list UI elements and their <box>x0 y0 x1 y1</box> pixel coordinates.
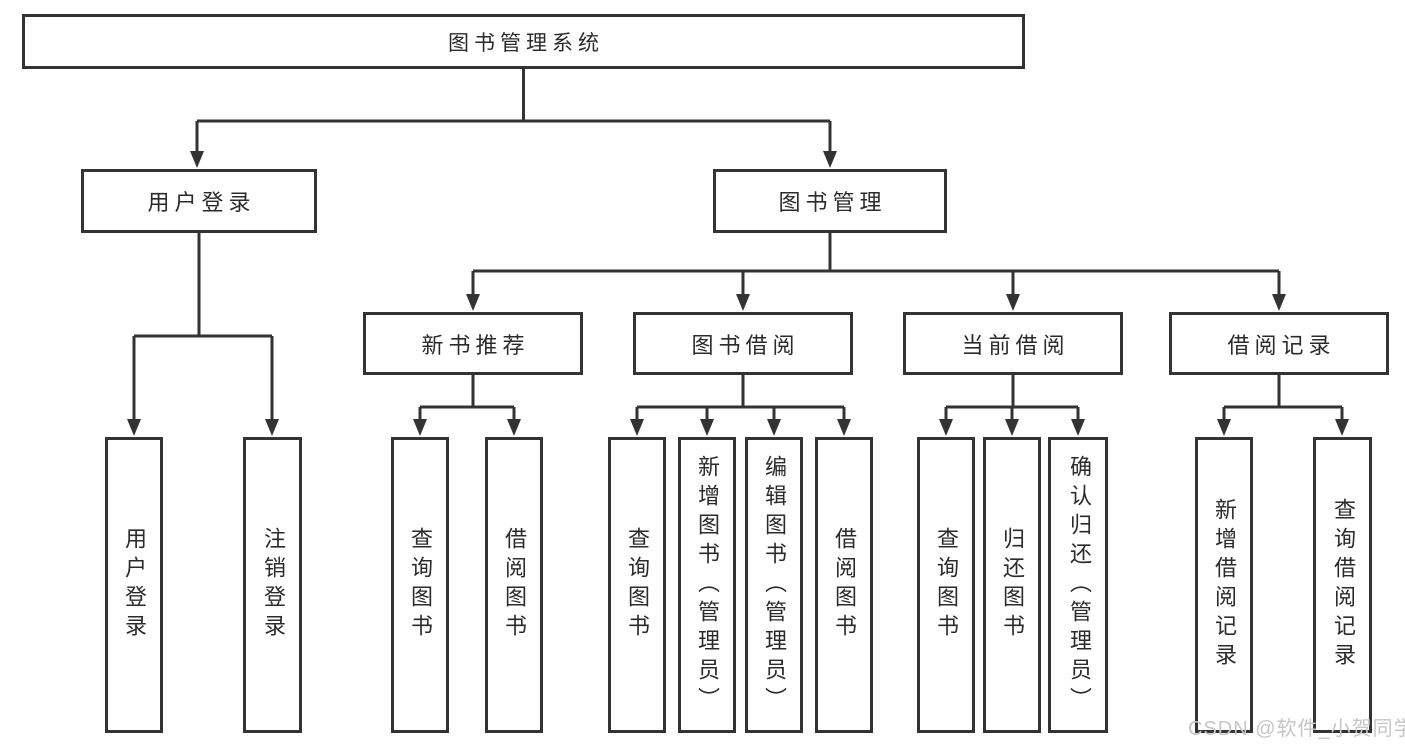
node-leaf-add-borrow-record: 新增借阅记录 <box>1195 437 1253 733</box>
node-leaf-query-borrow-record: 查询借阅记录 <box>1313 437 1372 733</box>
node-leaf-logout: 注销登录 <box>243 437 302 733</box>
node-leaf-borrow-books-newbook: 借阅图书 <box>485 437 543 733</box>
node-leaf-confirm-return-admin: 确认归还（管理员） <box>1048 437 1108 733</box>
node-leaf-return-books: 归还图书 <box>983 437 1041 733</box>
node-leaf-user-login: 用户登录 <box>105 437 163 733</box>
node-borrow-records: 借阅记录 <box>1169 312 1389 375</box>
watermark-text: CSDN @软件_小贺同学 <box>1188 718 1405 740</box>
node-leaf-borrow-books-borrow: 借阅图书 <box>815 437 873 733</box>
connector-user-login-to-children <box>127 233 279 436</box>
node-user-login-branch: 用户登录 <box>81 169 317 233</box>
node-leaf-query-books-newbook: 查询图书 <box>391 437 449 733</box>
connector-current-borrow-to-children <box>939 375 1085 436</box>
connector-new-book-recommend-to-children <box>413 375 521 436</box>
node-leaf-query-books-borrow: 查询图书 <box>608 437 666 733</box>
connector-book-management-to-children <box>466 233 1286 311</box>
connector-root-to-children <box>190 69 837 168</box>
node-leaf-edit-books-admin: 编辑图书（管理员） <box>745 437 803 733</box>
node-current-borrow: 当前借阅 <box>903 312 1123 375</box>
connector-book-borrow-to-children <box>630 375 851 436</box>
node-book-borrow: 图书借阅 <box>633 312 853 375</box>
node-book-management-branch: 图书管理 <box>713 169 947 233</box>
node-library-management-system: 图书管理系统 <box>22 14 1025 69</box>
node-leaf-add-books-admin: 新增图书（管理员） <box>678 437 736 733</box>
connector-borrow-records-to-children <box>1217 375 1349 436</box>
node-new-book-recommend: 新书推荐 <box>363 312 583 375</box>
node-leaf-query-books-current: 查询图书 <box>917 437 975 733</box>
